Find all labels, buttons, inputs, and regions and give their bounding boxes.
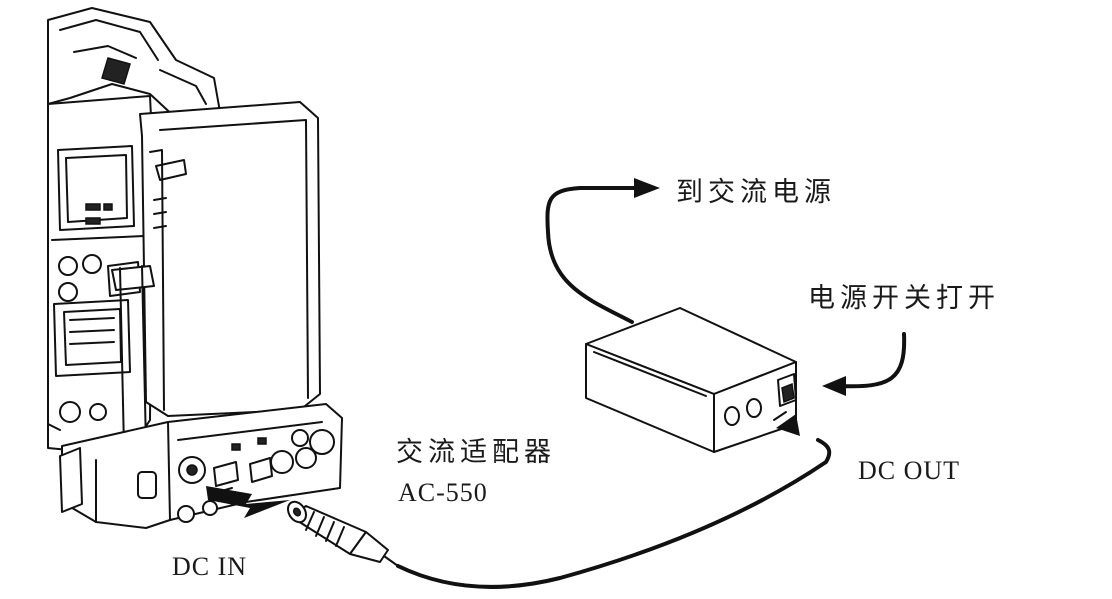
ac-adapter-box [585,307,797,453]
label-power-switch-on: 电源开关打开 [808,283,1000,314]
dc-cable [396,411,832,589]
arrow-to-ac-power [634,178,660,198]
arrow-power-switch [822,332,907,396]
dc-plug [287,500,399,567]
label-adapter-model: AC-550 [398,478,488,507]
arrow-dc-out [776,414,800,436]
label-dc-in: DC IN [172,552,248,581]
camcorder [47,7,343,529]
label-ac-adapter: 交流适配器 [396,437,556,468]
ac-power-cord [545,186,640,324]
label-to-ac-power: 到交流电源 [676,177,836,208]
label-dc-out: DC OUT [858,456,961,485]
